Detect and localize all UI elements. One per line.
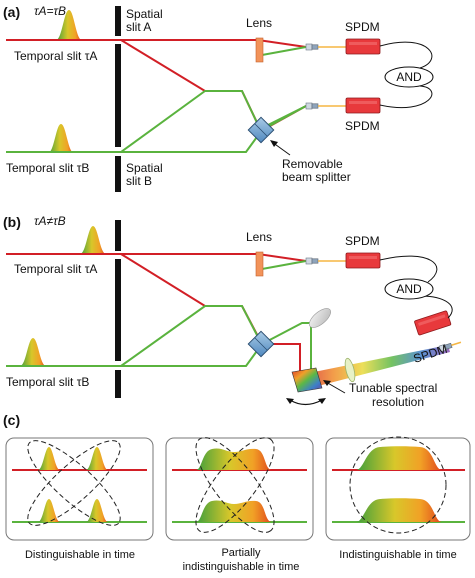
and-gate: [384, 66, 434, 88]
panel-b-condition: τA≠τB: [34, 214, 66, 228]
panel-a-tag: (a): [3, 4, 20, 20]
pulse-b: [48, 124, 74, 153]
spdm-top-b-label: SPDM: [345, 234, 380, 248]
spatial-slit-a-line2: slit A: [126, 20, 151, 34]
and-gate-b: [384, 278, 434, 300]
beam-splitter: [247, 116, 275, 144]
temporal-slit-b-b-label: Temporal slit τB: [6, 375, 89, 389]
distinguishable-box: [5, 437, 154, 541]
fiber-coupler-top: [305, 43, 319, 51]
lens: [255, 37, 264, 63]
mirror: [309, 308, 331, 328]
spatial-slit-b-line2: slit B: [126, 174, 152, 188]
red-beam-cross-b: [120, 253, 263, 345]
temporal-slit-a-b-label: Temporal slit τA: [14, 262, 97, 276]
spdm-top-label: SPDM: [345, 20, 380, 34]
spatial-slit-screen: [115, 6, 121, 192]
caption-distinguishable: Distinguishable in time: [25, 549, 135, 561]
caption-partial-line1: Partially: [221, 547, 261, 559]
spectral-lens: [344, 357, 356, 383]
red-beam-cross: [120, 39, 307, 133]
panel-b: (b) τA≠τB Lens: [3, 214, 462, 409]
spdm-bottom-b-label: SPDM: [412, 342, 449, 366]
pulse-a: [56, 10, 82, 40]
beam-splitter-label-line1: Removable: [282, 157, 343, 171]
dispersed-spectrum: [304, 345, 450, 386]
spdm-bottom-label: SPDM: [345, 119, 380, 133]
spectral-label-line1: Tunable spectral: [349, 381, 437, 395]
spdm-detector-top-b: [345, 252, 381, 269]
lens-b-label: Lens: [246, 230, 272, 244]
beam-splitter-label-line2: beam splitter: [282, 170, 351, 184]
temporal-slit-b-label: Temporal slit τB: [6, 161, 89, 175]
caption-indistinguishable: Indistinguishable in time: [339, 549, 456, 561]
spatial-slit-screen-b: [115, 220, 121, 398]
spectral-label-line2: resolution: [372, 395, 424, 409]
panel-a-condition: τA=τB: [34, 4, 66, 18]
temporal-slit-a-label: Temporal slit τA: [14, 49, 97, 63]
rotation-arrow: [289, 399, 323, 406]
lens-label: Lens: [246, 16, 272, 30]
spdm-detector-bottom-b: [413, 310, 452, 336]
panel-b-tag: (b): [3, 214, 21, 230]
fiber-coupler-top-b: [305, 257, 319, 265]
panel-a: (a) τA=τB Spatial slit A Spatial slit B …: [3, 4, 434, 192]
spdm-detector-top: [345, 38, 381, 55]
and-gate-b-label: AND: [396, 282, 422, 296]
panel-c-tag: (c): [3, 412, 20, 428]
green-beam-bottom-b: [6, 343, 263, 367]
panel-c: (c) Distinguishable in time Partially in…: [3, 412, 471, 573]
partially-indistinguishable-box: [165, 437, 314, 541]
green-beam-cross: [120, 90, 307, 153]
indistinguishable-box: [325, 436, 471, 541]
lens-b: [255, 251, 264, 277]
beam-splitter-b: [247, 330, 275, 358]
pulse-b-b: [20, 338, 46, 366]
spatial-slit-b-line1: Spatial: [126, 161, 163, 175]
spatial-slit-a-line1: Spatial: [126, 7, 163, 21]
green-beam-cross-b: [120, 305, 262, 367]
fiber-coupler-bottom: [305, 102, 319, 110]
caption-partial-line2: indistinguishable in time: [183, 561, 300, 573]
diffraction-grating: [291, 367, 323, 393]
pulse-a-b: [80, 226, 106, 254]
and-gate-label: AND: [396, 70, 422, 84]
spdm-detector-bottom: [345, 97, 381, 114]
